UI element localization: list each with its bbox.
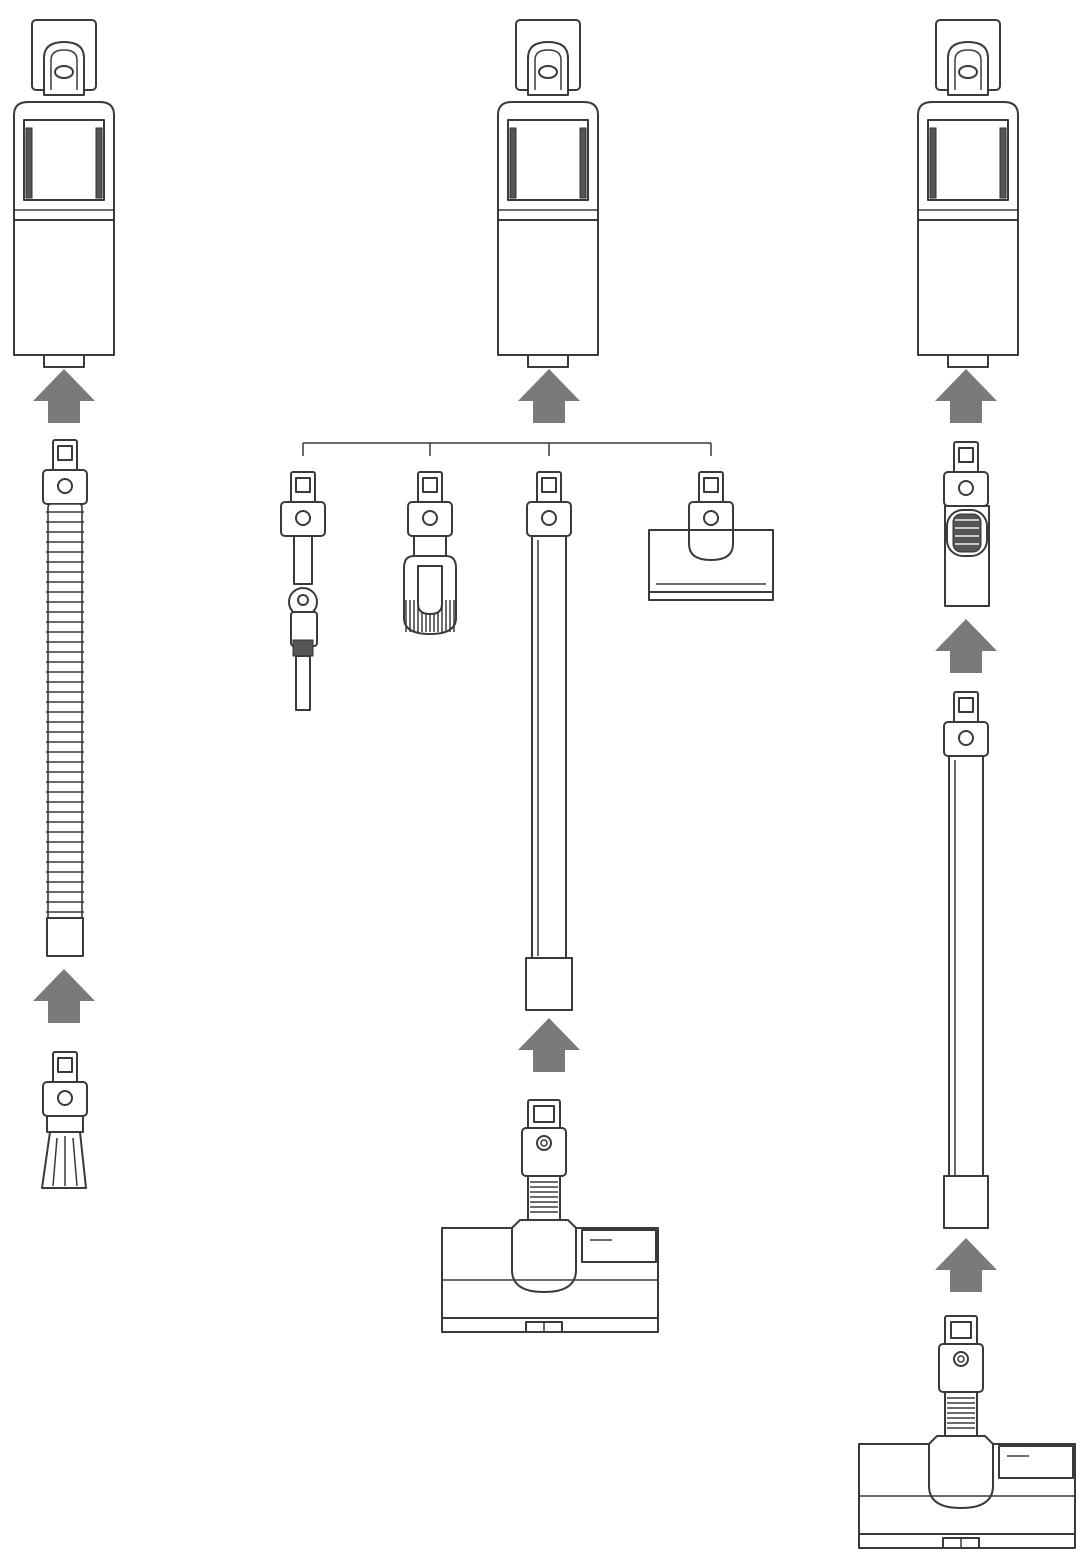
crevice-tool [280, 471, 326, 711]
column-1 [13, 19, 115, 1189]
mini-motorized-brush [648, 471, 774, 601]
flexible-hose [42, 439, 88, 957]
arrow-up-icon [33, 369, 95, 423]
accessory-branch [302, 442, 712, 456]
crevice-nozzle [41, 1051, 88, 1189]
extension-tube-option [525, 471, 573, 1011]
floor-brush-1 [441, 1099, 659, 1333]
column-3 [858, 19, 1076, 1549]
arrow-up-icon [935, 619, 997, 673]
arrow-up-icon [935, 369, 997, 423]
floor-brush-2 [858, 1315, 1076, 1549]
vacuum-main-unit-2 [497, 19, 599, 368]
arrow-up-icon [33, 969, 95, 1023]
column-2 [280, 19, 774, 1333]
extension-adapter [943, 441, 990, 607]
vacuum-main-unit-1 [13, 19, 115, 368]
dusting-brush [403, 471, 457, 635]
arrow-up-icon [935, 1238, 997, 1292]
arrow-up-icon [518, 1018, 580, 1072]
vacuum-main-unit-3 [917, 19, 1019, 368]
extension-tube [943, 691, 989, 1229]
arrow-up-icon [518, 369, 580, 423]
